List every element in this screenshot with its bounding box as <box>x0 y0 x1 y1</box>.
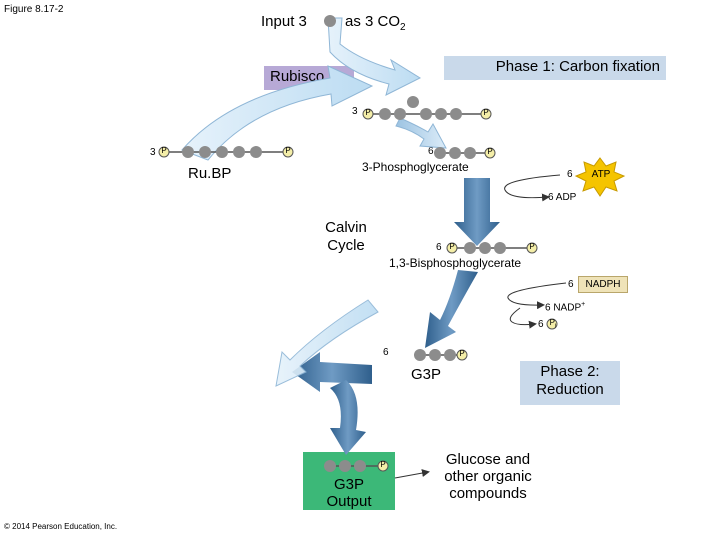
phosphate-label: P <box>380 460 386 469</box>
recycle-arrow <box>292 352 372 392</box>
pi-label: Pi <box>549 318 557 330</box>
input-label: Input 3 <box>261 13 307 30</box>
phase2-label: Phase 2: Reduction <box>520 361 620 405</box>
phosphate-label: P <box>161 146 167 155</box>
co2-input-label: as 3 CO2 <box>345 13 406 33</box>
atp-count: 6 <box>567 169 573 180</box>
phosphate-label: P <box>365 108 371 117</box>
reduction-arrow <box>425 270 478 348</box>
output-arrow <box>330 380 366 455</box>
bpg-count: 6 <box>436 242 442 253</box>
calvin-cycle-label: Calvin Cycle <box>325 219 367 254</box>
phosphate-label: P <box>459 349 465 358</box>
pga-count: 6 <box>428 146 434 157</box>
glucose-arrow <box>394 469 430 479</box>
bpg-label: 1,3-Bisphosphoglycerate <box>389 256 522 270</box>
co2-count: 3 <box>352 106 358 117</box>
pga-label: 3-Phosphoglycerate <box>362 160 469 174</box>
nadph-label: NADPH <box>578 276 628 293</box>
glucose-label: Glucose and other organic compounds <box>444 451 532 502</box>
phosphate-label: P <box>483 108 489 117</box>
regeneration-arrow-lower <box>275 299 379 387</box>
copyright: © 2014 Pearson Education, Inc. <box>4 522 118 531</box>
phase1-label: Phase 1: Carbon fixation <box>444 56 666 80</box>
g3p-label: G3P <box>411 366 442 383</box>
rubp-count: 3 <box>150 147 156 158</box>
phosphate-label: P <box>529 242 535 251</box>
adp-label: 6 ADP <box>548 192 577 203</box>
fixation-arrow <box>395 117 447 149</box>
phosphate-label: P <box>487 147 493 156</box>
co2-molecules <box>324 15 336 27</box>
rubp-label: Ru.BP <box>188 165 232 182</box>
rubp-chain <box>158 146 294 158</box>
bpg-chain <box>446 242 538 254</box>
nadp-label: 6 NADP+ <box>545 301 586 314</box>
pi-count: 6 <box>538 319 544 330</box>
phosphate-label: P <box>449 242 455 251</box>
atp-label: ATP <box>591 169 611 180</box>
phosphate-label: P <box>285 146 291 155</box>
g3p-count: 6 <box>383 347 389 358</box>
g3p-output-label: G3P Output <box>326 476 372 510</box>
rubisco-label: Rubisco <box>264 66 354 90</box>
pi-arrow <box>509 307 537 329</box>
phosphorylation-arrow <box>454 178 500 246</box>
nadph-count: 6 <box>568 279 574 290</box>
figure-label: Figure 8.17-2 <box>4 4 64 15</box>
top-intermediate-chain <box>362 96 492 120</box>
